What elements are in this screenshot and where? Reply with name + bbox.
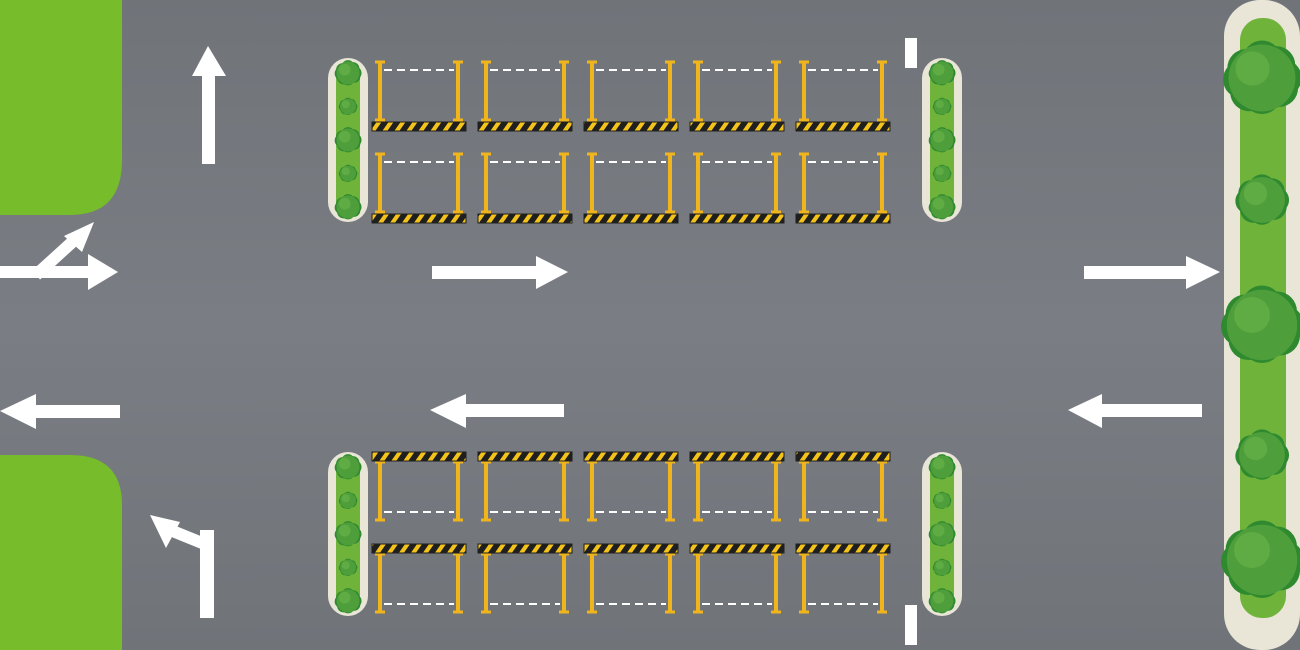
lot-bush [928,521,956,547]
lot-bush [928,194,956,220]
wheel-stopper [583,451,679,462]
lane-post-bottom [905,605,917,645]
lot-bush [338,164,358,183]
lot-bush [334,127,362,153]
parking-space[interactable] [583,60,679,132]
arrow-straight-or-left-icon [150,515,214,618]
parking-space[interactable] [689,451,785,522]
parking-space[interactable] [477,451,573,522]
arrow-left-icon [0,394,120,429]
wheel-stopper [371,451,467,462]
wheel-stopper [689,451,785,462]
parking-space[interactable] [795,152,891,224]
lot-bush [338,97,358,116]
wheel-stopper [477,451,573,462]
parking-space[interactable] [689,543,785,614]
south-lot [328,451,962,616]
parking-space[interactable] [583,543,679,614]
right-median [1221,0,1300,650]
parking-space[interactable] [689,152,785,224]
lot-bush [338,491,358,510]
median-bush [1235,429,1290,480]
parking-space[interactable] [795,60,891,132]
arrow-left-icon [430,394,564,428]
wheel-stopper [689,543,785,554]
median-bush [1223,40,1300,115]
lot-bush [334,60,362,86]
lot-island-right [922,452,962,616]
lot-bush [928,454,956,480]
lot-bush [928,588,956,614]
parking-space[interactable] [795,451,891,522]
arrow-up-icon [192,46,226,164]
arrow-left-icon [1068,394,1202,428]
parking-space[interactable] [689,60,785,132]
lot-bush [932,164,952,183]
parking-space[interactable] [477,152,573,224]
lot-bush [334,521,362,547]
parking-space[interactable] [583,152,679,224]
arrow-straight-or-right-icon [0,222,118,290]
wheel-stopper [371,213,467,224]
parking-space[interactable] [371,152,467,224]
wheel-stopper [795,121,891,132]
wheel-stopper [477,543,573,554]
median-bush [1221,285,1300,363]
lot-bush [334,454,362,480]
lot-bush [334,194,362,220]
lot-island-right [922,58,962,222]
wheel-stopper [689,121,785,132]
wheel-stopper [371,543,467,554]
parking-space[interactable] [795,543,891,614]
wheel-stopper [795,543,891,554]
wheel-stopper [689,213,785,224]
wheel-stopper [583,121,679,132]
lane-post-top [905,38,917,68]
lot-island-left [328,58,368,222]
parking-space[interactable] [477,60,573,132]
lot-bush [932,558,952,577]
arrow-right-icon [432,256,568,289]
wheel-stopper [371,121,467,132]
wheel-stopper [795,213,891,224]
wheel-stopper [477,121,573,132]
lot-bush [928,60,956,86]
arrow-right-icon [1084,256,1220,289]
parking-space[interactable] [583,451,679,522]
lot-bush [338,558,358,577]
grass-top-left [0,0,122,215]
grass-bottom-left [0,455,122,650]
parking-space[interactable] [371,451,467,522]
wheel-stopper [795,451,891,462]
parking-space[interactable] [371,60,467,132]
lot-island-left [328,452,368,616]
lot-bush [334,588,362,614]
parking-space[interactable] [371,543,467,614]
wheel-stopper [583,213,679,224]
parking-space[interactable] [477,543,573,614]
north-lot [328,58,962,224]
lot-bush [928,127,956,153]
lot-bush [932,97,952,116]
wheel-stopper [583,543,679,554]
median-bush [1235,174,1290,225]
lot-bush [932,491,952,510]
wheel-stopper [477,213,573,224]
median-bush [1221,520,1300,598]
